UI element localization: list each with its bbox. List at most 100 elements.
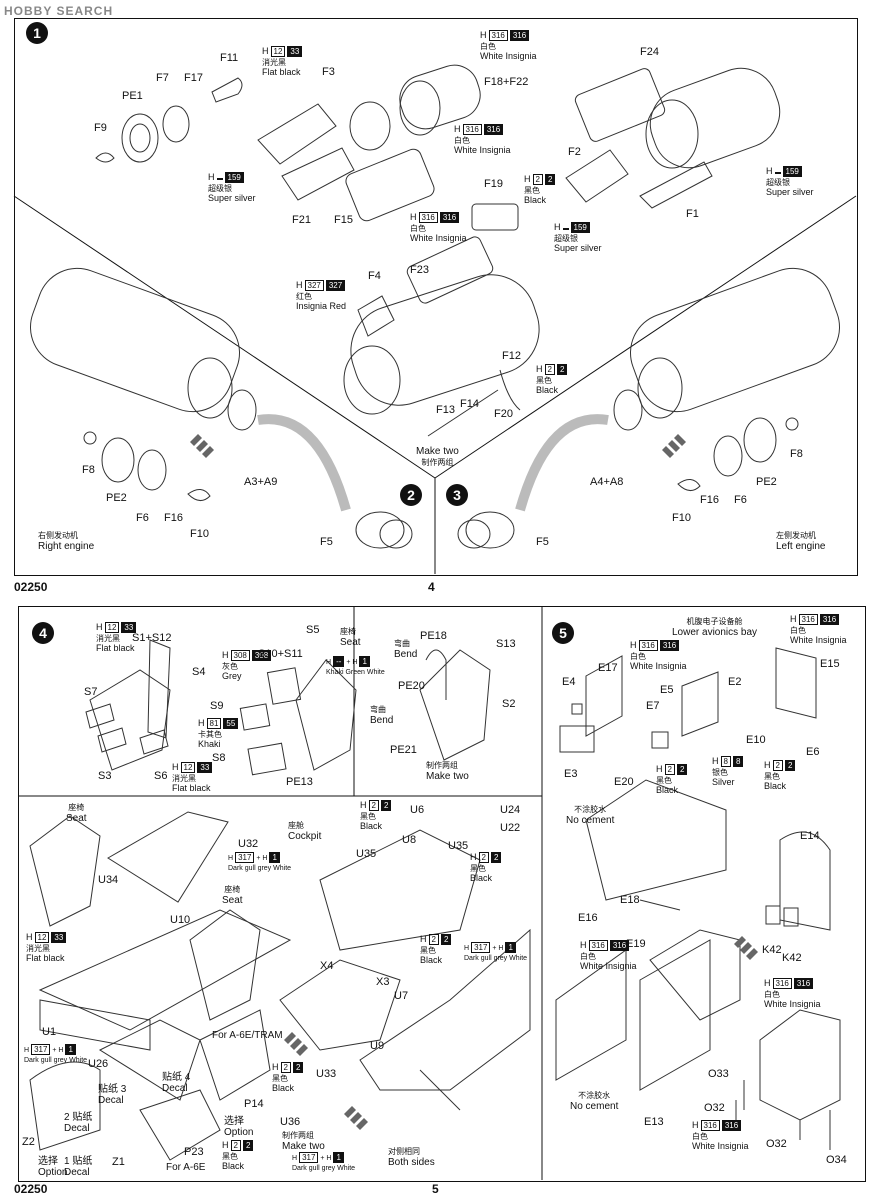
part-label: PE21 — [390, 744, 417, 756]
part-label: U33 — [316, 1068, 337, 1080]
part-label: E7 — [646, 700, 660, 712]
part-label: U26 — [88, 1058, 109, 1070]
part-label: E20 — [614, 776, 634, 788]
part-label: K42 — [782, 952, 802, 964]
part-label: S6 — [154, 770, 168, 782]
part-label: F8 — [82, 464, 95, 476]
part-label: F23 — [410, 264, 429, 276]
part-label: PE20 — [398, 680, 425, 692]
watermark: HOBBY SEARCH — [4, 4, 114, 18]
part-label: F20 — [494, 408, 513, 420]
step-2-badge: 2 — [400, 484, 422, 506]
part-label: F11 — [220, 52, 239, 64]
part-label: E19 — [626, 938, 646, 950]
part-label: F17 — [184, 72, 203, 84]
part-label: F6 — [734, 494, 747, 506]
part-label: F6 — [136, 512, 149, 524]
page-5-frame — [18, 606, 866, 1182]
part-label: F24 — [640, 46, 659, 58]
part-label: O32 — [766, 1138, 787, 1150]
part-label: PE2 — [756, 476, 777, 488]
part-label: S5 — [306, 624, 320, 636]
part-label: E17 — [598, 662, 618, 674]
part-label: Z1 — [112, 1156, 125, 1168]
page-number-bottom: 5 — [432, 1182, 439, 1196]
part-label: U8 — [402, 834, 417, 846]
part-label: U32 — [238, 838, 259, 850]
part-label: K42 — [762, 944, 782, 956]
part-label: F14 — [460, 398, 479, 410]
part-label: X3 — [376, 976, 390, 988]
part-label: E6 — [806, 746, 820, 758]
part-label: A3+A9 — [244, 476, 278, 488]
part-label: F15 — [334, 214, 353, 226]
part-label: PE1 — [122, 90, 143, 102]
part-label: F16 — [164, 512, 183, 524]
part-label: F2 — [568, 146, 581, 158]
part-label: PE2 — [106, 492, 127, 504]
part-label: E4 — [562, 676, 576, 688]
part-label: Z2 — [22, 1136, 35, 1148]
part-label: E2 — [728, 676, 742, 688]
part-label: E14 — [800, 830, 820, 842]
part-label: E16 — [578, 912, 598, 924]
part-label: S10+S11 — [258, 648, 303, 660]
part-label: S1+S12 — [132, 632, 172, 644]
part-label: E3 — [564, 768, 578, 780]
part-label: F21 — [292, 214, 311, 226]
part-label: S7 — [84, 686, 98, 698]
part-label: O32 — [704, 1102, 725, 1114]
part-label: F12 — [502, 350, 521, 362]
for-a6e-tram: For A-6E/TRAM — [212, 1030, 283, 1041]
part-label: P23 — [184, 1146, 204, 1158]
step-4-badge: 4 — [32, 622, 54, 644]
part-label: U34 — [98, 874, 119, 886]
part-label: U6 — [410, 804, 425, 816]
part-label: E10 — [746, 734, 766, 746]
part-label: S9 — [210, 700, 224, 712]
part-label: U22 — [500, 822, 521, 834]
part-label: E15 — [820, 658, 840, 670]
part-label: E18 — [620, 894, 640, 906]
part-label: F7 — [156, 72, 169, 84]
part-label: F5 — [320, 536, 333, 548]
part-label: U10 — [170, 914, 191, 926]
part-label: F19 — [484, 178, 503, 190]
part-label: S3 — [98, 770, 112, 782]
part-label: F4 — [368, 270, 381, 282]
part-label: F10 — [190, 528, 209, 540]
